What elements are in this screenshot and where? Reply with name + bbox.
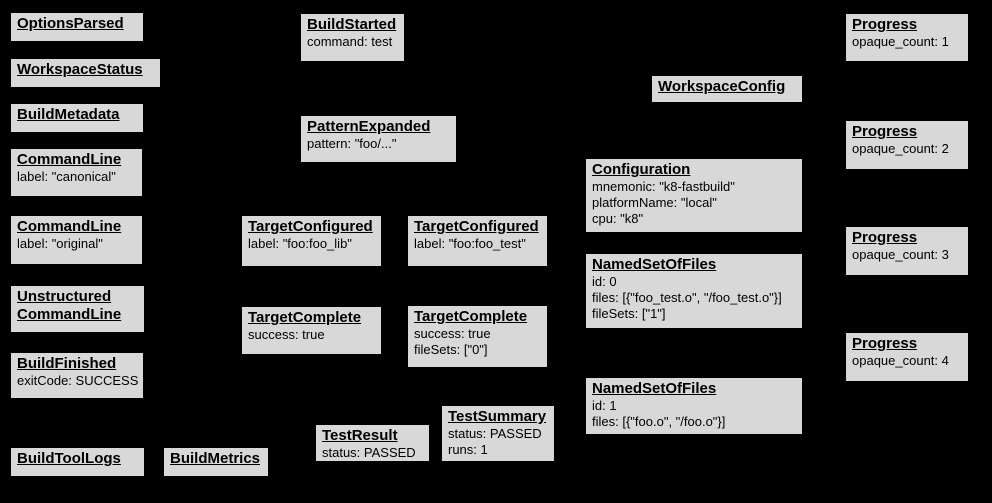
node-body-line: mnemonic: "k8-fastbuild" — [592, 179, 735, 194]
node-build-metadata: BuildMetadata — [10, 103, 144, 133]
node-body-line: fileSets: ["0"] — [414, 342, 488, 357]
node-title: Progress — [852, 335, 918, 352]
node-title: BuildStarted — [307, 16, 397, 33]
node-title: Progress — [852, 229, 918, 246]
node-title: WorkspaceStatus — [17, 61, 143, 78]
node-workspace-config: WorkspaceConfig — [651, 75, 803, 103]
node-title: CommandLine — [17, 151, 122, 168]
node-body-line: files: [{"foo_test.o", "/foo_test.o"}] — [592, 290, 782, 305]
node-title: OptionsParsed — [17, 15, 124, 32]
node-build-metrics: BuildMetrics — [163, 447, 269, 477]
node-body-line: id: 0 — [592, 274, 617, 289]
node-title: TargetComplete — [248, 309, 362, 326]
node-workspace-status: WorkspaceStatus — [10, 58, 161, 88]
node-title: CommandLine — [17, 306, 122, 323]
node-body-line: success: true — [248, 327, 325, 342]
node-body-line: status: PASSED — [322, 445, 416, 460]
node-body-line: label: "original" — [17, 236, 103, 251]
node-title: WorkspaceConfig — [658, 78, 786, 95]
node-title: CommandLine — [17, 218, 122, 235]
node-body-line: files: [{"foo.o", "/foo.o"}] — [592, 414, 726, 429]
node-title: TestResult — [322, 427, 398, 444]
node-body-line: label: "canonical" — [17, 169, 116, 184]
node-title: NamedSetOfFiles — [592, 256, 717, 273]
node-options-parsed: OptionsParsed — [10, 12, 144, 42]
node-body-line: opaque_count: 3 — [852, 247, 949, 262]
node-title: Progress — [852, 123, 918, 140]
node-title: Configuration — [592, 161, 691, 178]
node-body-line: command: test — [307, 34, 393, 49]
node-body-line: id: 1 — [592, 398, 617, 413]
node-title: TargetConfigured — [248, 218, 373, 235]
node-title: Progress — [852, 16, 918, 33]
node-body-line: opaque_count: 2 — [852, 141, 949, 156]
node-title: BuildToolLogs — [17, 450, 121, 467]
node-body-line: status: PASSED — [448, 426, 542, 441]
node-body-line: runs: 1 — [448, 442, 488, 457]
node-body-line: label: "foo:foo_test" — [414, 236, 526, 251]
node-body-line: pattern: "foo/..." — [307, 136, 397, 151]
node-title: BuildMetadata — [17, 106, 120, 123]
node-build-tool-logs: BuildToolLogs — [10, 447, 145, 477]
node-title: BuildFinished — [17, 355, 117, 372]
node-body-line: success: true — [414, 326, 491, 341]
node-body-line: platformName: "local" — [592, 195, 717, 210]
node-title: PatternExpanded — [307, 118, 431, 135]
node-body-line: exitCode: SUCCESS — [17, 373, 139, 388]
node-body-line: cpu: "k8" — [592, 211, 644, 226]
node-title: NamedSetOfFiles — [592, 380, 717, 397]
node-title: TestSummary — [448, 408, 547, 425]
node-title: TargetConfigured — [414, 218, 539, 235]
node-title: TargetComplete — [414, 308, 528, 325]
node-body-line: opaque_count: 4 — [852, 353, 949, 368]
node-body-line: fileSets: ["1"] — [592, 306, 666, 321]
node-body-line: label: "foo:foo_lib" — [248, 236, 352, 251]
node-title: Unstructured — [17, 288, 112, 305]
node-title: BuildMetrics — [170, 450, 261, 467]
node-body-line: opaque_count: 1 — [852, 34, 949, 49]
